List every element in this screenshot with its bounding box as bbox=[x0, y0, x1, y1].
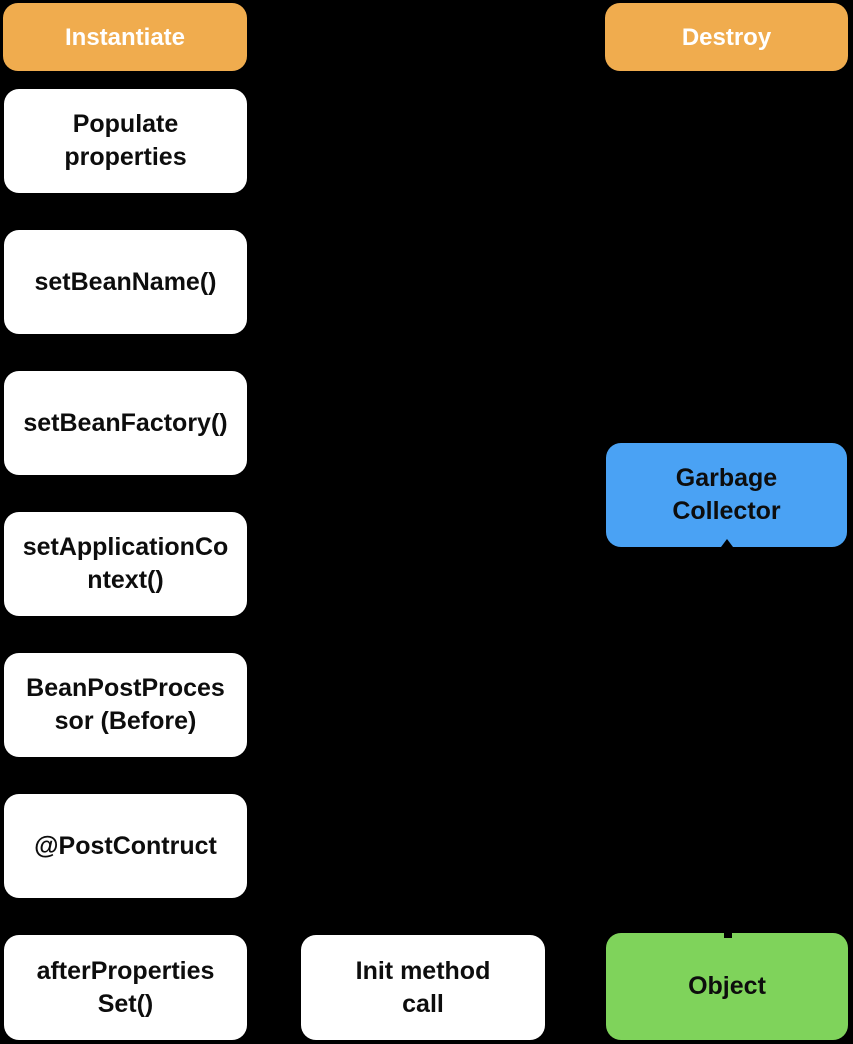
node-init-method-call-label: Init method call bbox=[355, 956, 491, 1018]
node-destroy-label: Destroy bbox=[681, 23, 772, 51]
node-set-application-context: setApplicationCo ntext() bbox=[4, 512, 247, 616]
node-set-bean-factory: setBeanFactory() bbox=[4, 371, 247, 475]
node-garbage-collector-label: Garbage Collector bbox=[672, 464, 781, 525]
node-instantiate-label: Instantiate bbox=[64, 23, 186, 51]
node-populate-properties-label: Populate properties bbox=[64, 110, 187, 171]
node-init-method-call: Init method call bbox=[301, 935, 545, 1040]
node-garbage-collector: Garbage Collector bbox=[606, 443, 847, 547]
node-set-bean-factory-label: setBeanFactory() bbox=[23, 408, 228, 437]
node-bean-post-processor-before-label: BeanPostProces sor (Before) bbox=[26, 674, 225, 735]
node-after-properties-set-label: afterProperties Set() bbox=[36, 956, 215, 1018]
node-destroy: Destroy bbox=[605, 3, 848, 71]
arrow-tail-icon bbox=[724, 931, 732, 938]
arrowhead-up-icon bbox=[721, 539, 733, 547]
node-post-contruct: @PostContruct bbox=[4, 794, 247, 898]
node-object-label: Object bbox=[688, 972, 766, 1000]
node-set-bean-name: setBeanName() bbox=[4, 230, 247, 334]
node-set-bean-name-label: setBeanName() bbox=[34, 267, 217, 296]
node-instantiate: Instantiate bbox=[3, 3, 247, 71]
node-object: Object bbox=[606, 933, 848, 1040]
node-post-contruct-label: @PostContruct bbox=[34, 831, 217, 860]
node-set-application-context-label: setApplicationCo ntext() bbox=[22, 533, 229, 594]
node-bean-post-processor-before: BeanPostProces sor (Before) bbox=[4, 653, 247, 757]
node-after-properties-set: afterProperties Set() bbox=[4, 935, 247, 1040]
node-populate-properties: Populate properties bbox=[4, 89, 247, 193]
